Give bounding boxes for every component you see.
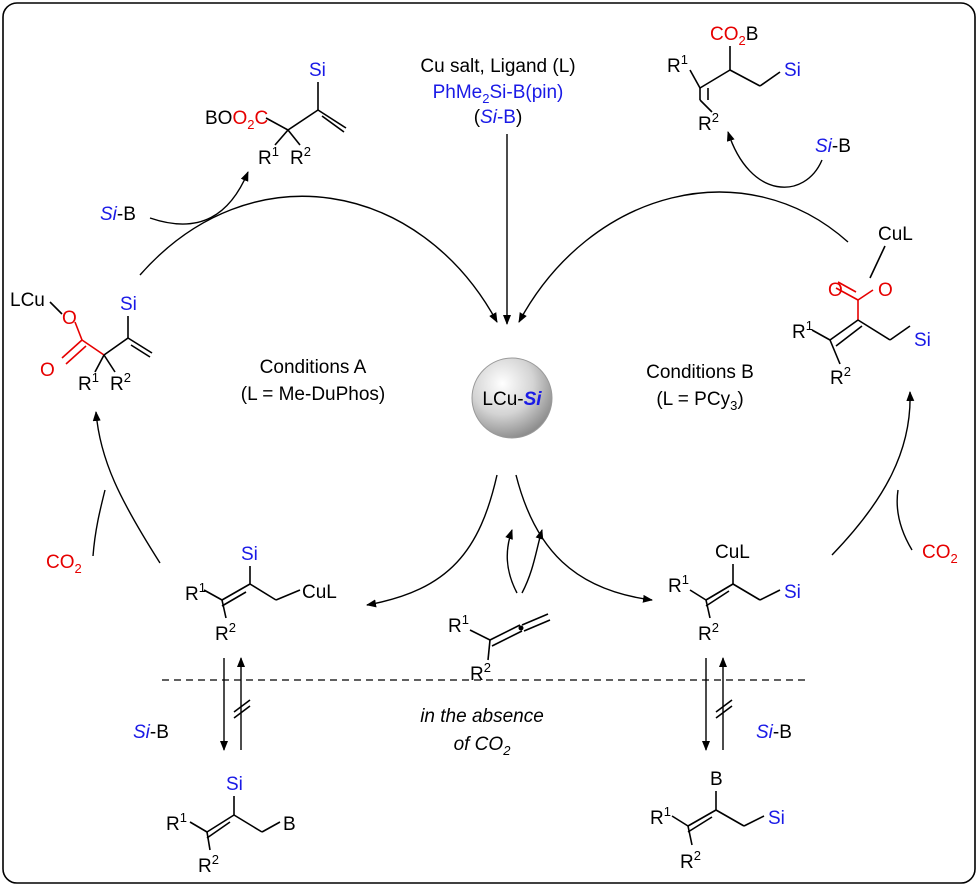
svg-text:Si: Si — [241, 544, 258, 565]
reagent-silylborane-name: PhMe — [433, 82, 483, 103]
blocked-mark-b — [715, 699, 733, 713]
svg-text:Si: Si — [309, 60, 326, 81]
absence-note-line-2: of CO2 — [454, 734, 512, 758]
svg-text:(L = PCy3): (L = PCy3) — [656, 389, 743, 413]
conditions-a-label: Conditions A (L = Me-DuPhos) — [241, 357, 386, 405]
svg-text:R2: R2 — [198, 852, 219, 877]
svg-text:R2: R2 — [470, 660, 491, 685]
cycle-b-down-arc — [515, 474, 653, 603]
svg-text:R1: R1 — [166, 810, 187, 835]
svg-text:R1: R1 — [78, 370, 99, 395]
si-b-label-left: Si-B — [100, 204, 136, 225]
svg-text:R2: R2 — [110, 370, 131, 395]
co2-insert-arrow-b — [896, 489, 913, 551]
svg-text:CuL: CuL — [302, 582, 337, 603]
cycle-a-top-arc — [139, 195, 498, 323]
svg-text:Si: Si — [768, 808, 785, 829]
svg-text:O: O — [878, 280, 893, 301]
svg-text:R1: R1 — [185, 580, 206, 605]
blocked-mark-a — [233, 699, 251, 713]
svg-text:Conditions A: Conditions A — [260, 357, 367, 378]
svg-text:(L = Me-DuPhos): (L = Me-DuPhos) — [241, 384, 386, 405]
svg-text:Si: Si — [784, 582, 801, 603]
co2-label-left: CO2 — [46, 552, 82, 576]
allene-substrate: R1 R2 — [448, 612, 551, 685]
svg-text:R2: R2 — [698, 620, 719, 645]
svg-text:B: B — [710, 769, 723, 790]
intermediate-cu-carboxylate-b: CuL O O O Si R1 R2 — [792, 224, 931, 389]
svg-text:R1: R1 — [667, 52, 688, 77]
svg-text:R2: R2 — [215, 620, 236, 645]
allylcopper-a: Si CuL R1 R2 — [185, 544, 337, 645]
si-b-release-arrow-a — [149, 171, 249, 225]
cycle-a-down-arc — [366, 474, 498, 608]
svg-text:R2: R2 — [680, 848, 701, 873]
reagent-line-1: Cu salt, Ligand (L) — [420, 56, 575, 77]
svg-text:Si: Si — [120, 294, 137, 315]
si-b-label-right: Si-B — [815, 136, 851, 157]
svg-text:O: O — [828, 280, 843, 301]
svg-text:CuL: CuL — [715, 542, 750, 563]
svg-text:O: O — [40, 360, 55, 381]
si-b-release-arrow-b — [726, 131, 823, 188]
allene-arrow-right — [521, 529, 544, 594]
svg-text:BOO2C: BOO2C — [205, 108, 268, 132]
svg-text:CO2B: CO2B — [710, 24, 758, 48]
svg-text:R2: R2 — [290, 144, 311, 169]
svg-text:O: O — [62, 308, 77, 329]
svg-text:R1: R1 — [668, 572, 689, 597]
svg-text:LCu: LCu — [10, 290, 45, 311]
allylboron-product: Si B R1 R2 — [166, 774, 296, 877]
reagent-abbrev: (Si-B) — [474, 107, 523, 128]
svg-text:Si: Si — [784, 60, 801, 81]
svg-text:B: B — [283, 814, 296, 835]
co2-insert-arrow-a — [92, 489, 106, 557]
cycle-b-right-arc — [831, 391, 915, 556]
svg-text:R2: R2 — [830, 364, 851, 389]
svg-text:R1: R1 — [448, 612, 469, 637]
si-b-label-borylation-a: Si-B — [133, 722, 169, 743]
conditions-b-label: Conditions B (L = PCy3) — [646, 362, 754, 413]
reagents-block: Cu salt, Ligand (L) PhMe2Si-B(pin) (Si-B… — [420, 56, 575, 128]
svg-text:Si: Si — [226, 774, 243, 795]
svg-text:LCu-Si: LCu-Si — [482, 389, 542, 410]
svg-text:R1: R1 — [792, 318, 813, 343]
intermediate-cu-carboxylate-a: LCu O O Si R1 R2 — [10, 290, 153, 395]
cycle-a-left-arc — [92, 411, 161, 564]
alkenylcopper-b: CuL Si R1 R2 — [668, 542, 801, 645]
absence-note-line-1: in the absence — [420, 706, 544, 727]
product-alpha-ester: BOO2C Si R1 R2 — [205, 60, 347, 169]
svg-text:R1: R1 — [650, 804, 671, 829]
co2-label-right: CO2 — [922, 542, 958, 566]
svg-text:Conditions B: Conditions B — [646, 362, 754, 383]
svg-text:Si: Si — [914, 330, 931, 351]
alkenylboron-product: B Si R1 R2 — [650, 769, 785, 873]
svg-text:CuL: CuL — [878, 224, 913, 245]
allene-arrow-left — [505, 529, 518, 594]
product-gamma-ester: CO2B Si R1 R2 — [667, 24, 801, 135]
svg-text:R2: R2 — [698, 110, 719, 135]
svg-text:R1: R1 — [258, 144, 279, 169]
cycle-b-top-arc — [518, 191, 849, 323]
catalyst-lcu-si: LCu-Si — [471, 357, 553, 439]
svg-text:PhMe2Si-B(pin): PhMe2Si-B(pin) — [433, 82, 564, 106]
si-b-label-borylation-b: Si-B — [756, 722, 792, 743]
